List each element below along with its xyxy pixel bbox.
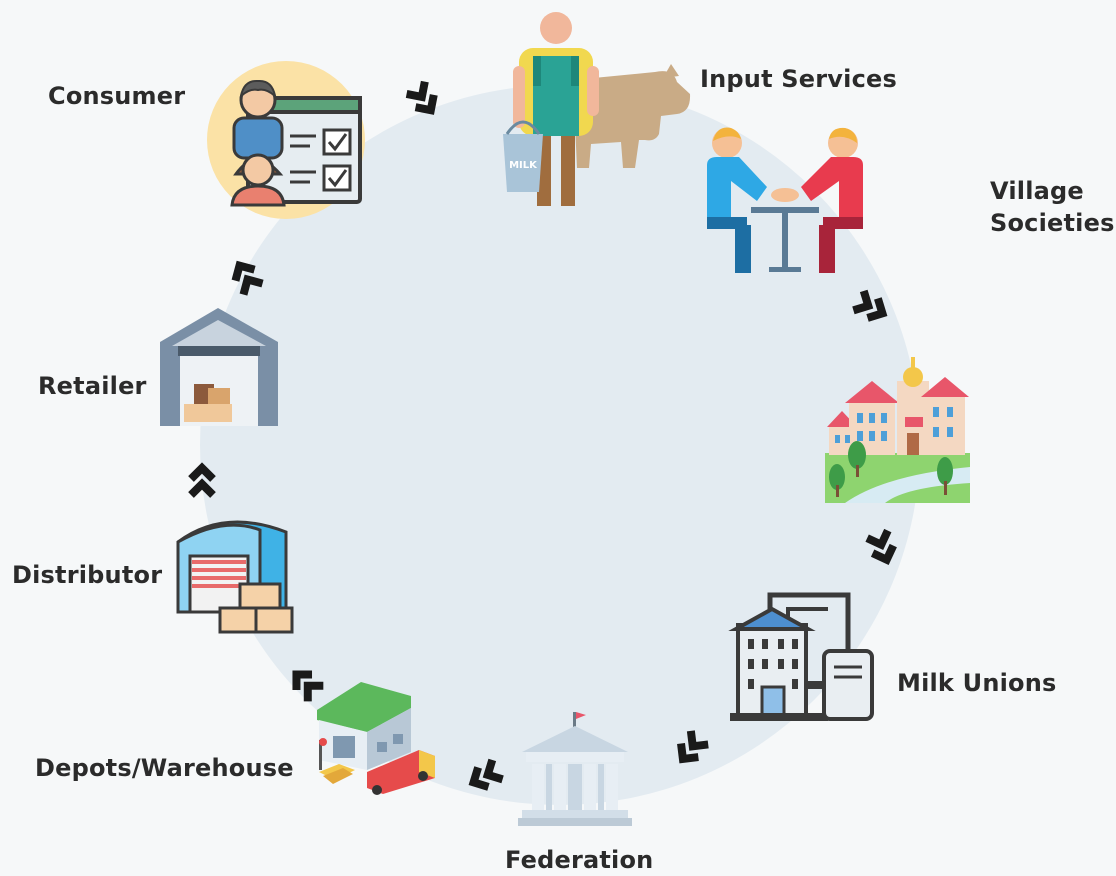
double-chevron-arrow-icon — [188, 462, 216, 498]
double-chevron-arrow-icon — [865, 528, 897, 566]
double-chevron-arrow-icon — [292, 670, 324, 702]
dairy-plant-icon — [728, 592, 874, 721]
label-federation: Federation — [505, 846, 654, 874]
label-depots-warehouse: Depots/Warehouse — [35, 754, 294, 782]
label-input-services: Input Services — [700, 65, 897, 93]
label-retailer: Retailer — [38, 372, 147, 400]
double-chevron-arrow-icon — [677, 730, 709, 764]
label-consumer: Consumer — [48, 82, 186, 110]
double-chevron-arrow-icon — [468, 758, 504, 791]
label-village-societies-line2: Societies — [990, 209, 1115, 237]
distribution-warehouse-icon — [176, 520, 294, 634]
double-chevron-arrow-icon — [405, 80, 438, 115]
label-village-societies-line1: Village — [990, 177, 1084, 205]
double-chevron-arrow-icon — [231, 260, 264, 296]
farmer-with-cow-icon: MILK — [503, 12, 691, 206]
consumer-checklist-icon — [207, 61, 365, 219]
double-chevron-arrow-icon — [852, 289, 888, 322]
handshake-meeting-icon — [707, 127, 863, 273]
label-milk-unions: Milk Unions — [897, 669, 1057, 697]
village-buildings-icon — [825, 357, 970, 503]
retail-store-icon — [160, 308, 278, 426]
federation-building-icon — [518, 712, 632, 826]
label-distributor: Distributor — [12, 561, 163, 589]
milk-can-label: MILK — [509, 160, 538, 171]
warehouse-truck-icon — [317, 682, 435, 795]
